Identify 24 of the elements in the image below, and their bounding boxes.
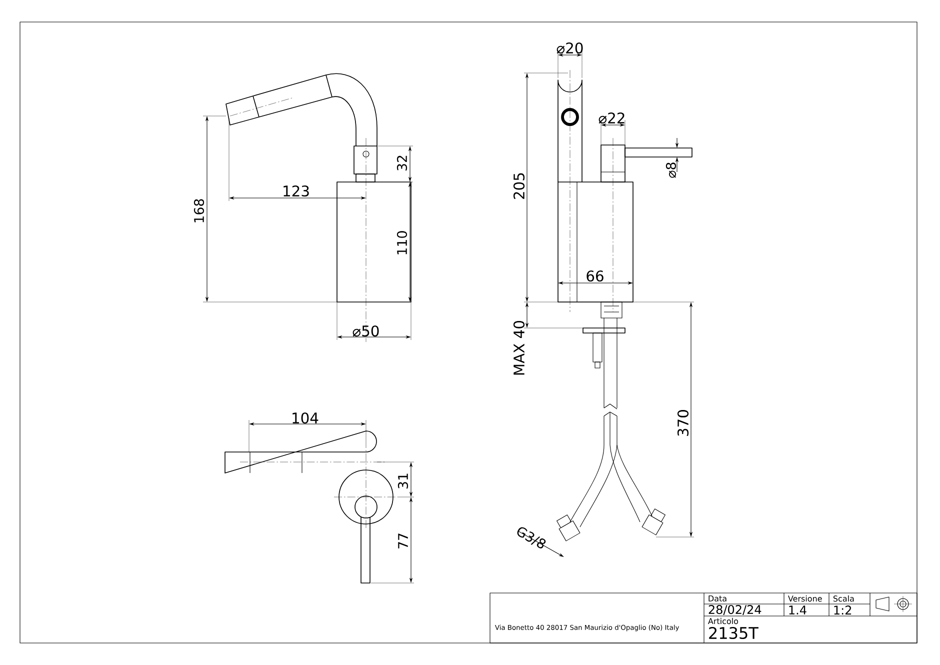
table-value: 1.4 (789, 606, 806, 614)
dimension-value: 168 (194, 199, 204, 222)
dimension-value: MAX 40 (513, 320, 525, 375)
dimension-value: 31 (398, 474, 408, 488)
dimension-value: ⌀22 (598, 112, 624, 124)
table-header: Versione (788, 595, 822, 602)
dimension-value: 66 (586, 270, 604, 282)
table-header: Articolo (708, 618, 738, 624)
table-value: 28/02/24 (708, 605, 762, 615)
dimension-value: ⌀50 (352, 325, 379, 337)
dimension-value: G3/8 (517, 527, 546, 548)
dimension-value: 123 (284, 185, 309, 197)
dimension-value: 32 (396, 156, 408, 170)
dimension-value: 205 (513, 173, 525, 199)
dimension-value: 77 (398, 534, 408, 548)
dimension-value: ⌀20 (556, 42, 583, 54)
dimension-value: 110 (396, 231, 408, 254)
dimension-value: ⌀8 (666, 162, 676, 178)
article-number: 2135T (709, 626, 758, 640)
dimension-value: 104 (292, 412, 318, 424)
table-header: Scala (833, 595, 854, 602)
table-header: Data (708, 596, 726, 602)
dimension-value: 370 (677, 410, 689, 436)
table-value: 1:2 (834, 606, 852, 614)
